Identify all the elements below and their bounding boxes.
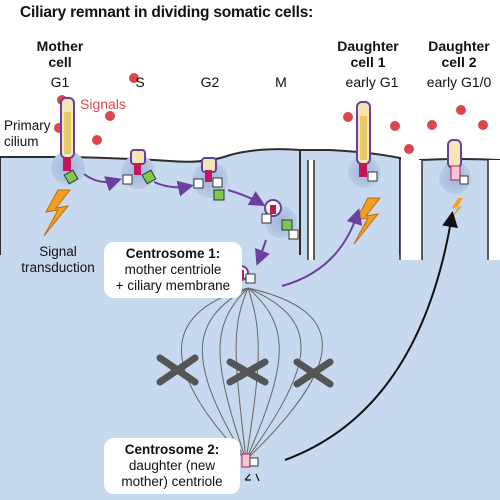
centrosome-1-title: Centrosome 1: xyxy=(125,246,221,261)
phase-label-g2: G2 xyxy=(200,74,220,90)
chromosomes xyxy=(156,354,334,388)
centrosome-2-line-2: mother) centriole xyxy=(121,474,223,489)
cell-gap-3 xyxy=(488,160,500,260)
arrow-s-to-g2 xyxy=(153,180,194,197)
mother-cell-header-line-2: cell xyxy=(48,54,72,70)
daughter-cell-1-header-line-2: cell 1 xyxy=(350,54,386,70)
centrosome-2-title: Centrosome 2: xyxy=(124,442,220,457)
g2-phase-centrosome xyxy=(192,157,228,201)
daughter-cell-1-header-line-1: Daughter xyxy=(337,38,399,54)
s-phase-centrosome xyxy=(121,149,157,189)
signal-transduction-label: Signal transduction xyxy=(10,244,106,276)
centrosome-2-label: Centrosome 2: daughter (new mother) cent… xyxy=(104,438,240,494)
mother-cell-header-line-1: Mother xyxy=(36,38,84,54)
daughter-cell-2-header-line-2: cell 2 xyxy=(441,54,477,70)
arrow-centrosome-2-to-daughter-2 xyxy=(284,211,458,461)
mother-primary-cilium xyxy=(51,97,85,185)
centrosome-1-label: Centrosome 1: mother centriole + ciliary… xyxy=(104,242,242,298)
arrow-centrosome-1-to-daughter-1 xyxy=(281,208,363,287)
signals-label: Signals xyxy=(80,96,126,112)
daughter-cell-2-body xyxy=(419,158,500,261)
mitotic-spindle xyxy=(180,287,323,461)
daughter-1-primary-cilium xyxy=(348,101,380,188)
phase-label-early-g1: early G1 xyxy=(345,74,399,90)
daughter-cell-1-header: Daughter cell 1 xyxy=(330,38,406,70)
phase-label-g1: G1 xyxy=(50,74,70,90)
arrow-m-to-centrosome-1 xyxy=(255,239,270,266)
mother-cell-header: Mother cell xyxy=(30,38,90,70)
primary-cilium-label: Primary cilium xyxy=(4,118,51,150)
phase-label-s: S xyxy=(135,74,145,90)
arrow-g2-to-m xyxy=(227,189,266,206)
phase-label-m: M xyxy=(275,74,287,90)
m-phase-centrosome xyxy=(261,199,299,240)
centrosome-1-line-1: mother centriole xyxy=(124,262,222,277)
signal-bolt-mother xyxy=(43,189,72,237)
cell-gap-1 xyxy=(308,160,314,260)
daughter-cell-2-header: Daughter cell 2 xyxy=(420,38,498,70)
diagram-title: Ciliary remnant in dividing somatic cell… xyxy=(20,4,314,21)
primary-cilium-label-line-2: cilium xyxy=(4,134,39,149)
centrosome-1-line-2: + ciliary membrane xyxy=(115,278,231,293)
primary-cilium-label-line-1: Primary xyxy=(4,118,51,133)
daughter-cell-2-header-line-1: Daughter xyxy=(428,38,490,54)
phase-label-early-g1-0: early G1/0 xyxy=(426,74,492,90)
signal-transduction-label-line-1: Signal xyxy=(39,244,77,259)
centrosome-2-icon xyxy=(241,453,260,482)
centrosome-2-line-1: daughter (new xyxy=(128,458,216,473)
daughter-2-primary-cilium xyxy=(439,139,471,194)
arrow-g1-to-s xyxy=(83,173,122,192)
signal-transduction-label-line-2: transduction xyxy=(21,260,95,275)
cell-gap-2 xyxy=(400,160,422,260)
